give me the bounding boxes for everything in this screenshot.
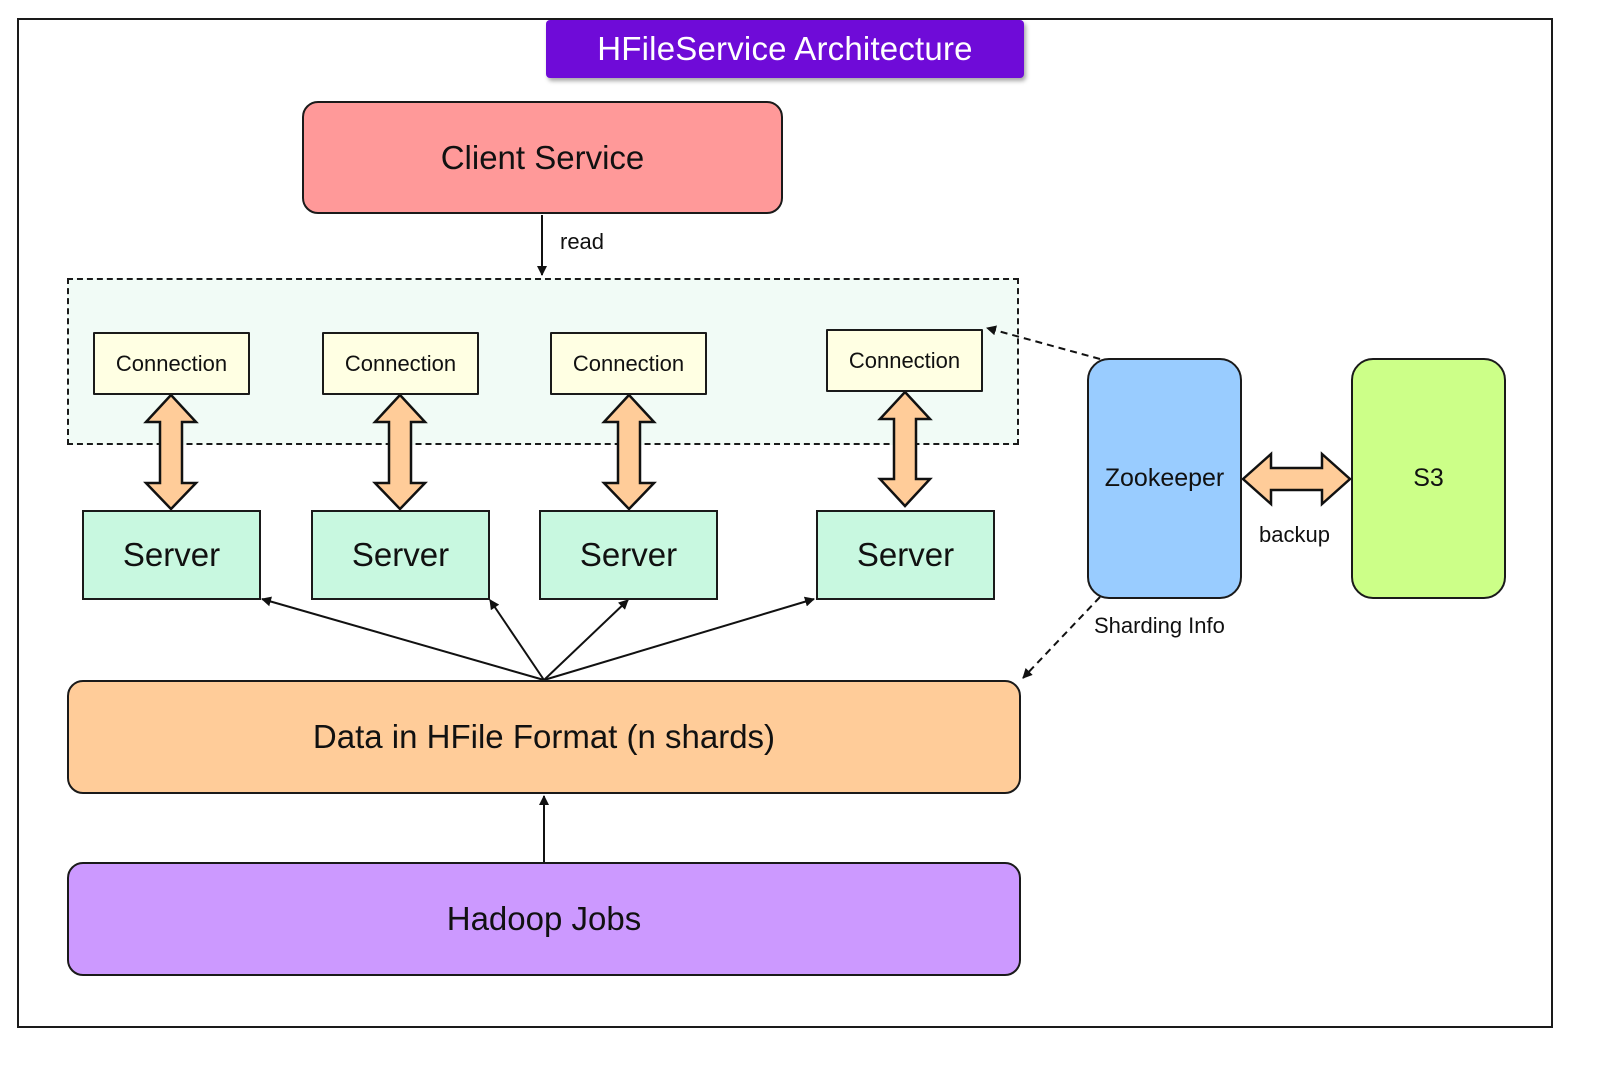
connection-server-arrow-1: [143, 393, 199, 511]
data-to-server-arrow-3: [543, 599, 629, 681]
diagram-title: HFileService Architecture: [546, 20, 1024, 78]
connection-server-arrow-2: [372, 393, 428, 511]
client-service-node: Client Service: [302, 101, 783, 214]
connection-server-arrow-3: [601, 393, 657, 511]
zookeeper-s3-arrow: [1241, 451, 1352, 507]
server-node-2: Server: [311, 510, 490, 600]
server-node-1: Server: [82, 510, 261, 600]
server-node-4: Server: [816, 510, 995, 600]
connection-node-2: Connection: [322, 332, 479, 395]
data-to-server-arrow-1: [261, 596, 545, 681]
connection-node-3: Connection: [550, 332, 707, 395]
data-to-server-arrow-4: [543, 596, 815, 681]
read-edge-label: read: [560, 229, 605, 254]
s3-node: S3: [1351, 358, 1506, 599]
zookeeper-to-data-arrow: [1022, 596, 1101, 679]
backup-edge-label: backup: [1259, 522, 1330, 547]
hfile-data-node: Data in HFile Format (n shards): [67, 680, 1021, 794]
sharding-info-edge-label: Sharding Info: [1094, 613, 1225, 638]
data-to-server-arrow-2: [489, 599, 545, 681]
connection-node-4: Connection: [826, 329, 983, 392]
connection-node-1: Connection: [93, 332, 250, 395]
connection-server-arrow-4: [877, 390, 933, 508]
server-node-3: Server: [539, 510, 718, 600]
diagram-frame: [17, 18, 1553, 1028]
hadoop-jobs-node: Hadoop Jobs: [67, 862, 1021, 976]
zookeeper-node: Zookeeper: [1087, 358, 1242, 599]
zookeeper-to-pool-arrow: [986, 325, 1101, 360]
